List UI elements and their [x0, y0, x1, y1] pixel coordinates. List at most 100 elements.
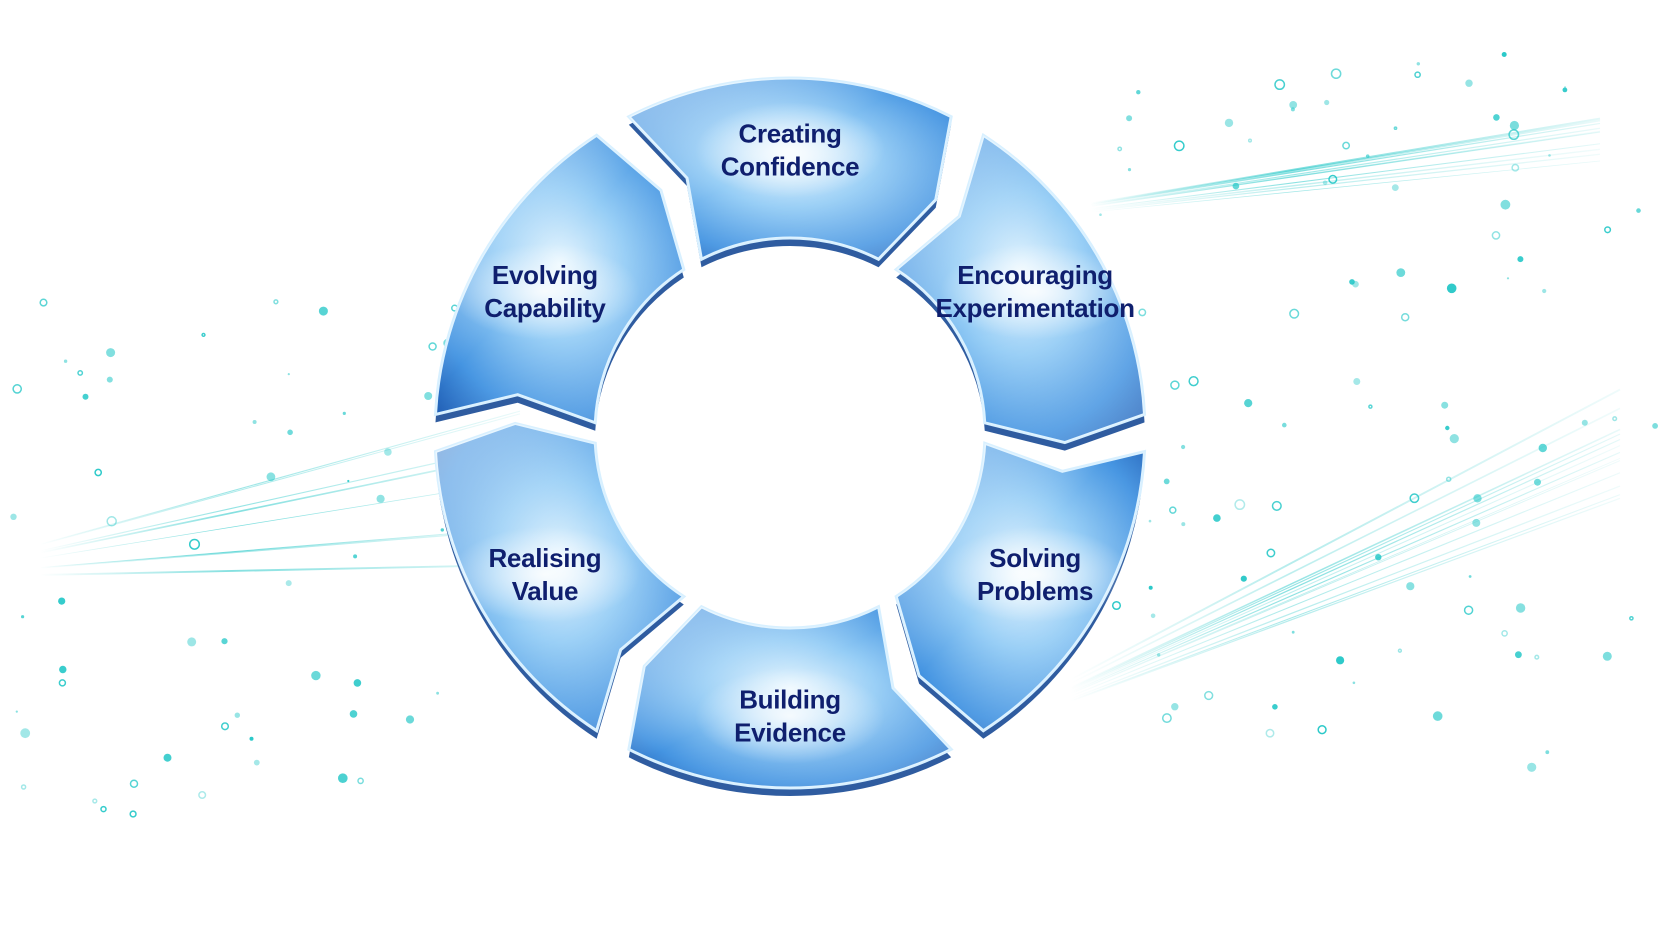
particle-dot	[1224, 118, 1234, 128]
particle-dot	[1562, 87, 1568, 93]
particle-streak	[39, 563, 521, 576]
particle-dot	[1509, 120, 1519, 131]
particle-dot	[1247, 138, 1253, 143]
segment-label-line: Value	[512, 576, 578, 606]
particle-streak	[1089, 160, 1601, 213]
particle-dot	[1136, 90, 1141, 95]
particle-dot	[1171, 703, 1179, 711]
particle-dot	[1473, 494, 1482, 503]
particle-dot	[1099, 213, 1102, 216]
particle-dot	[1289, 101, 1298, 109]
particle-dot	[1274, 79, 1286, 91]
particle-dot	[1150, 613, 1156, 619]
particle-dot	[1148, 585, 1153, 590]
particle-dot	[1527, 762, 1537, 772]
particle-dot	[1127, 168, 1132, 172]
particle-dot	[287, 373, 290, 376]
particle-dot	[1170, 380, 1180, 390]
segment-glow	[940, 243, 1131, 340]
particle-dot	[20, 784, 27, 790]
particle-streak	[1069, 428, 1621, 689]
particle-dot	[1629, 615, 1634, 621]
segment-label-line: Realising	[488, 543, 601, 573]
particle-dot	[39, 298, 48, 307]
particle-dot	[106, 376, 113, 383]
particle-dot	[1163, 478, 1170, 485]
particle-dot	[1604, 226, 1612, 234]
particle-dot	[1330, 68, 1342, 80]
particle-dot	[1517, 256, 1524, 263]
particle-dot	[338, 773, 348, 783]
particle-dot	[1636, 208, 1641, 213]
particle-dot	[1188, 376, 1199, 387]
particle-streak	[1089, 122, 1601, 206]
particle-dot	[253, 759, 260, 766]
segment-label-line: Creating	[738, 119, 841, 149]
particle-dot	[1234, 499, 1246, 511]
particle-dot	[1538, 443, 1548, 453]
particle-dot	[440, 528, 444, 532]
particle-dot	[353, 679, 362, 687]
particle-dot	[1213, 514, 1221, 522]
particle-dot	[234, 712, 240, 718]
particle-dot	[1265, 728, 1275, 738]
particle-dot	[1328, 174, 1338, 184]
particle-dot	[424, 392, 433, 400]
particle-dot	[1289, 308, 1300, 319]
particle-streak	[1069, 451, 1621, 694]
particle-dot	[1352, 681, 1356, 685]
particle-dot	[1542, 288, 1547, 294]
particle-streak	[1069, 388, 1621, 681]
particle-dot	[1375, 554, 1382, 561]
particle-dot	[1406, 582, 1415, 591]
segment-label-line: Evidence	[734, 718, 846, 748]
particle-dot	[100, 805, 107, 813]
particle-dot	[1336, 656, 1345, 665]
segment-glow	[940, 526, 1131, 623]
particle-streak	[1089, 148, 1601, 211]
particle-dot	[106, 516, 117, 527]
particle-dot	[1324, 99, 1330, 106]
particle-dot	[20, 728, 31, 739]
particle-dot	[1493, 114, 1500, 121]
segment-label-line: Evolving	[492, 260, 598, 290]
particle-dot	[1449, 434, 1459, 444]
particle-dot	[1445, 425, 1450, 431]
particle-dot	[1393, 126, 1398, 131]
segment-glow	[695, 668, 885, 764]
particle-dot	[1266, 548, 1276, 558]
particle-streak	[1069, 407, 1621, 685]
particle-dot	[1463, 605, 1474, 615]
particle-dot	[1161, 713, 1172, 724]
particle-dot	[1465, 79, 1473, 87]
particle-streaks	[10, 52, 1658, 818]
particle-dot	[1169, 506, 1177, 514]
particle-dot	[357, 777, 364, 785]
particle-dot	[1322, 180, 1328, 186]
particle-dot	[221, 638, 228, 645]
particle-dot	[1396, 268, 1406, 277]
particle-dot	[1181, 522, 1186, 527]
particle-dot	[63, 359, 68, 363]
particle-dot	[220, 722, 230, 731]
particle-dot	[1445, 476, 1452, 482]
particle-streak	[39, 410, 521, 545]
particle-dot	[77, 369, 84, 376]
particle-dot	[163, 753, 172, 762]
particle-streak	[1089, 153, 1601, 212]
particle-dot	[1138, 308, 1147, 317]
particle-dot	[82, 393, 89, 400]
particle-dot	[1515, 603, 1526, 613]
particle-streak	[1069, 494, 1621, 702]
particle-dot	[252, 420, 257, 424]
